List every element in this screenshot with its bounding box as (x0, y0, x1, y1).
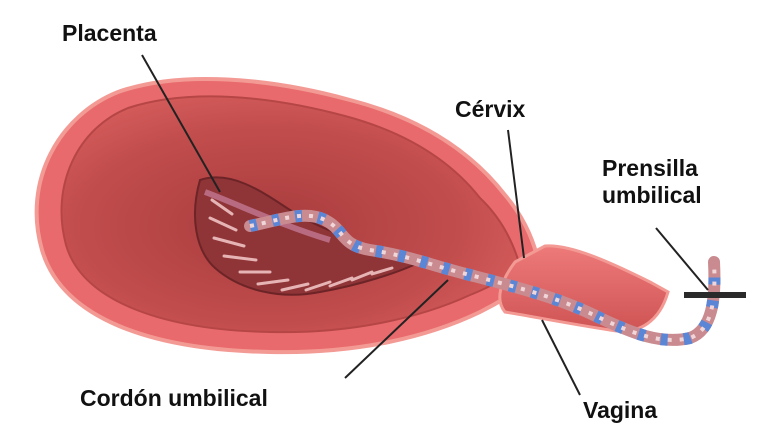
label-prensilla-umbilical: Prensilla umbilical (602, 155, 702, 209)
label-placenta: Placenta (62, 20, 157, 47)
vagina-leader-line (542, 320, 580, 395)
label-cordon-umbilical: Cordón umbilical (80, 385, 268, 412)
label-prensilla-line2: umbilical (602, 182, 702, 209)
umbilical-clamp-icon (684, 292, 746, 298)
label-cervix: Cérvix (455, 96, 525, 123)
prensilla-leader-line (656, 228, 708, 290)
label-prensilla-line1: Prensilla (602, 155, 702, 182)
label-vagina: Vagina (583, 397, 657, 424)
